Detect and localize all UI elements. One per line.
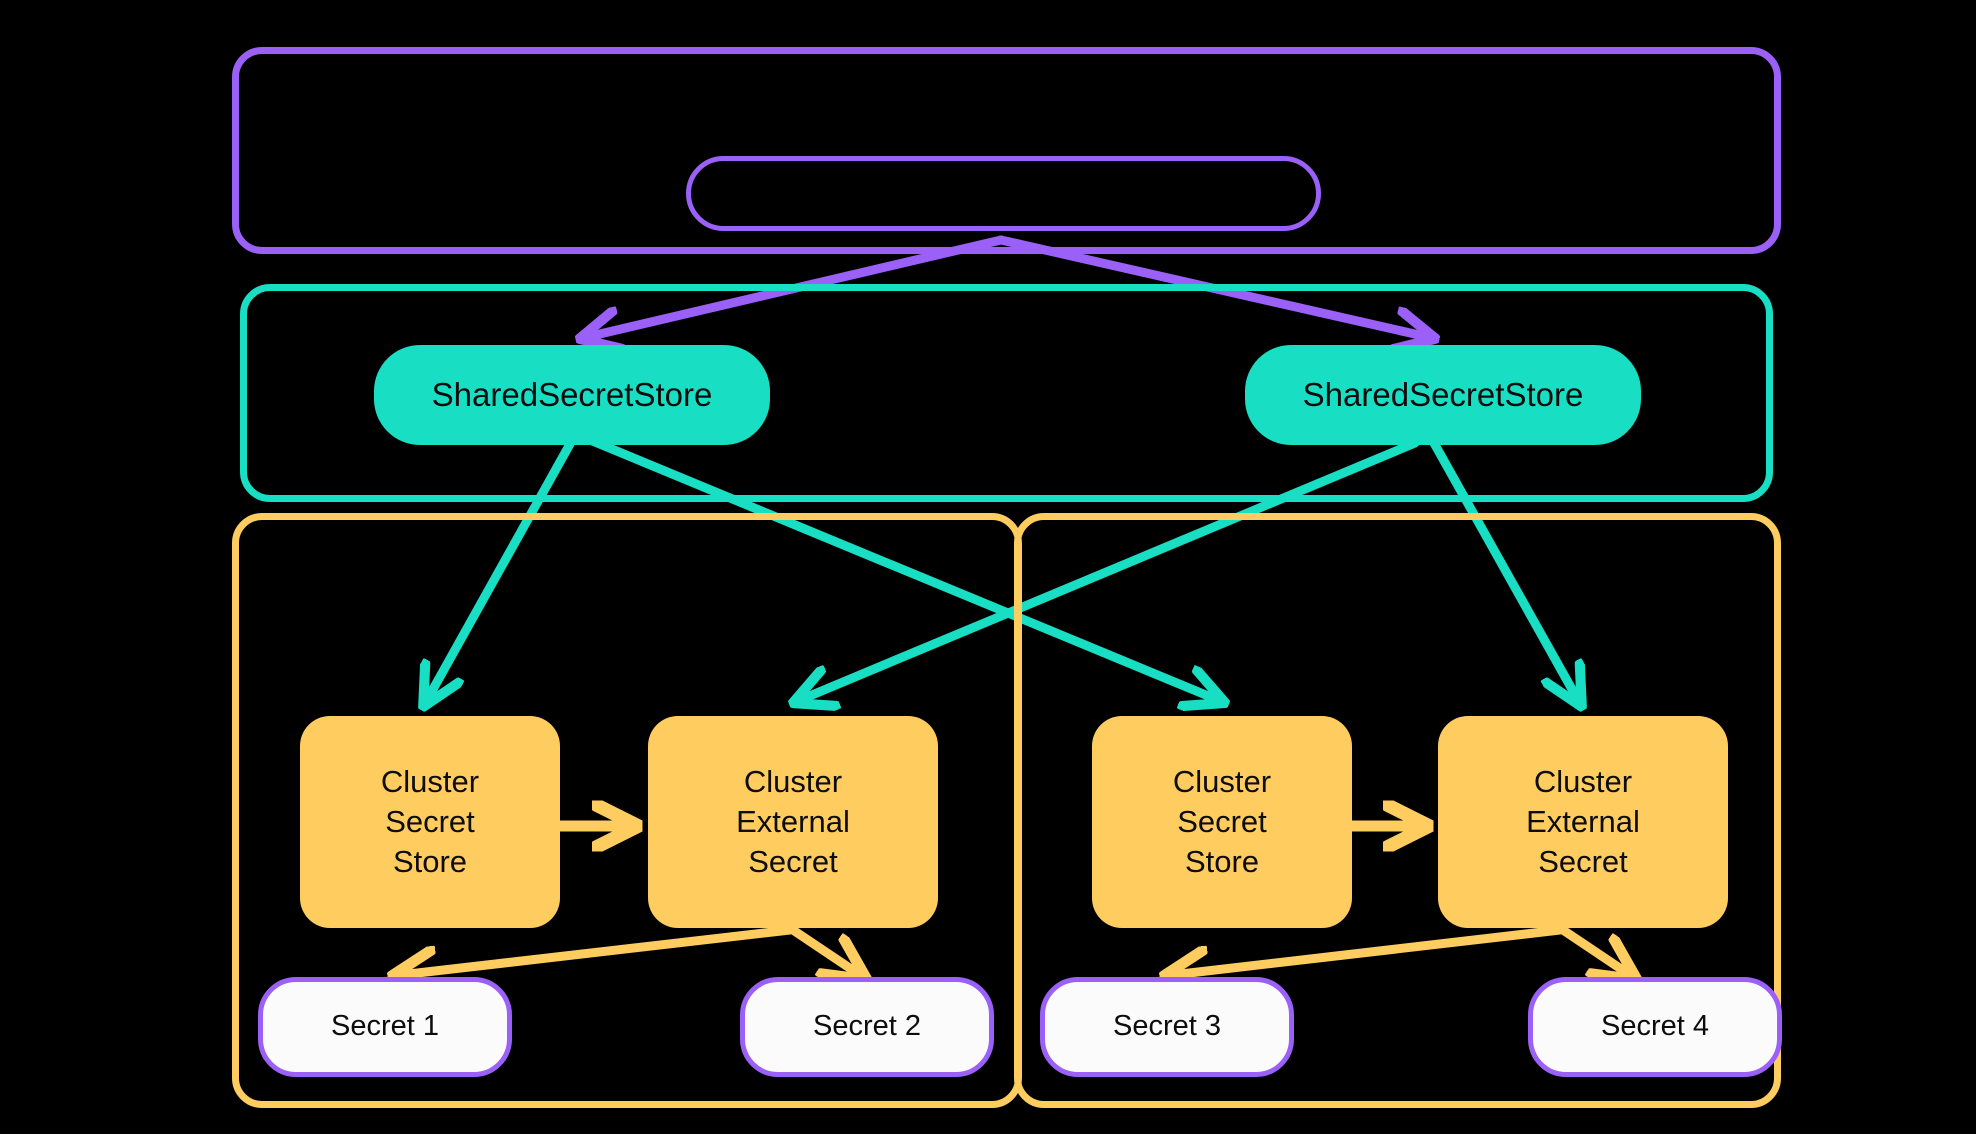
node-shared-secret-store-right[interactable]: SharedSecretStore: [1245, 345, 1641, 445]
node-secret-4[interactable]: Secret 4: [1528, 977, 1782, 1077]
node-shared-secret-store-left[interactable]: SharedSecretStore: [374, 345, 770, 445]
node-cluster-secret-store-right[interactable]: Cluster Secret Store: [1092, 716, 1352, 928]
node-operator[interactable]: [686, 156, 1321, 231]
node-cluster-secret-store-left[interactable]: Cluster Secret Store: [300, 716, 560, 928]
node-secret-1[interactable]: Secret 1: [258, 977, 512, 1077]
container-shared-scope: [240, 284, 1773, 502]
node-cluster-external-secret-left[interactable]: Cluster External Secret: [648, 716, 938, 928]
container-operator-scope: [232, 47, 1781, 254]
node-cluster-external-secret-right[interactable]: Cluster External Secret: [1438, 716, 1728, 928]
node-secret-3[interactable]: Secret 3: [1040, 977, 1294, 1077]
container-cluster-right: [1014, 513, 1781, 1108]
node-secret-2[interactable]: Secret 2: [740, 977, 994, 1077]
